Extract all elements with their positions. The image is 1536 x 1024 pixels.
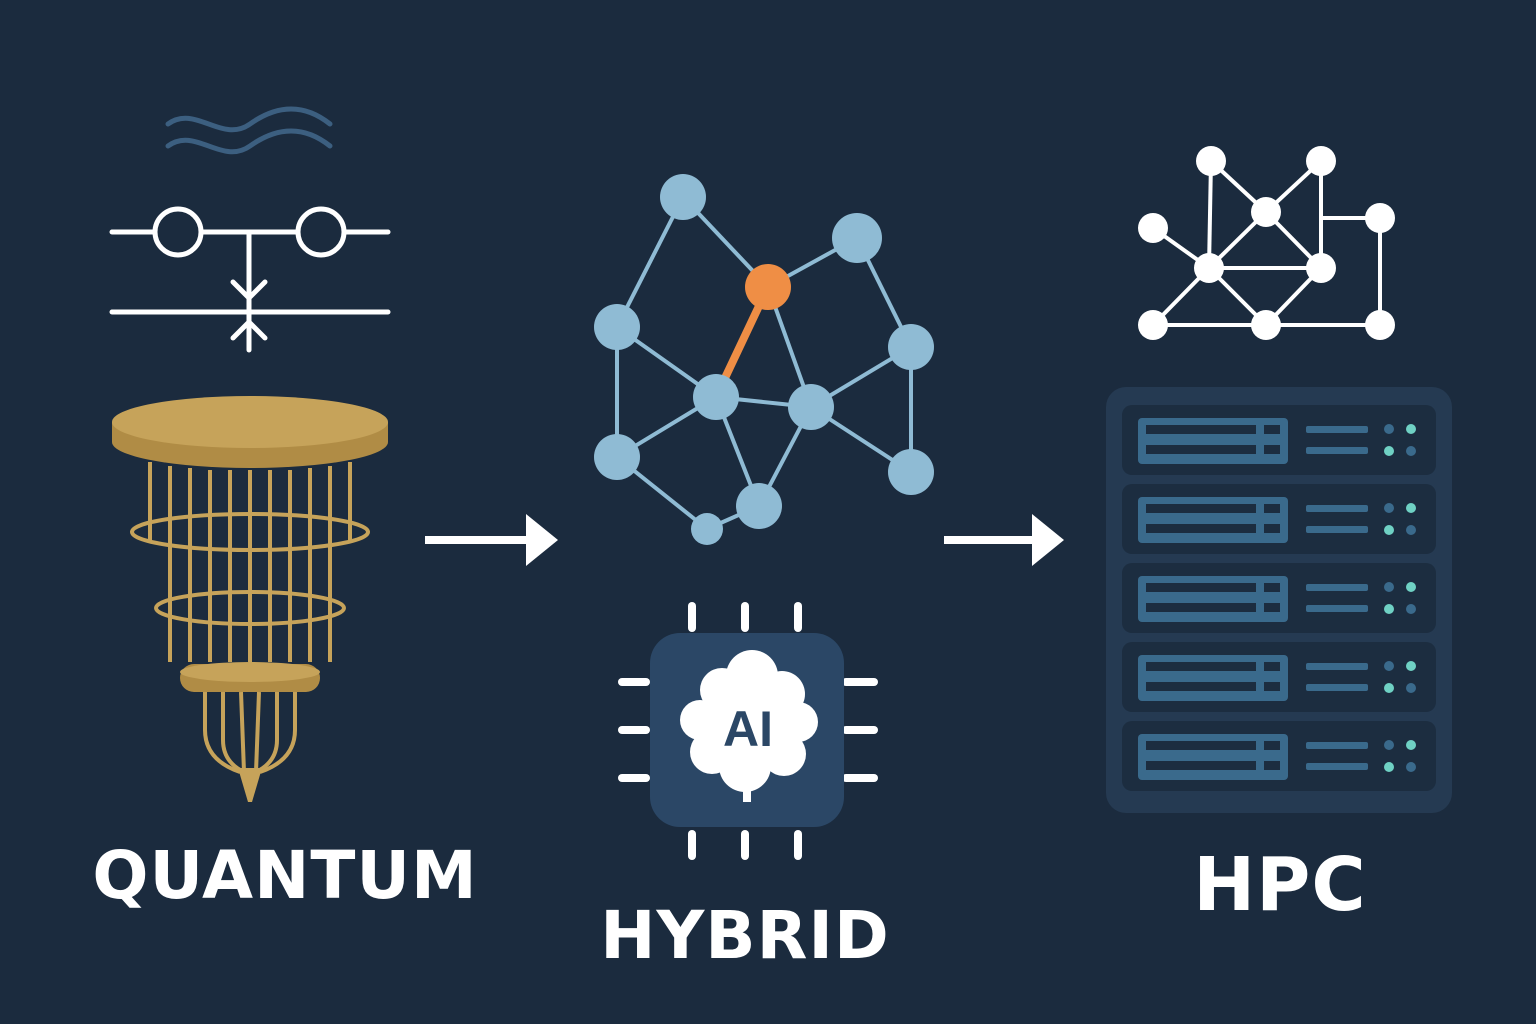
dilution-refrigerator-icon xyxy=(112,396,388,802)
server-unit xyxy=(1122,484,1436,554)
server-unit xyxy=(1122,721,1436,791)
quantum-label: QUANTUM xyxy=(92,837,478,914)
server-unit xyxy=(1122,563,1436,633)
server-unit xyxy=(1122,405,1436,475)
hpc-label: HPC xyxy=(1193,842,1367,928)
quantum-circuit-icon xyxy=(109,206,391,353)
wave-icon xyxy=(165,106,333,155)
brain-icon xyxy=(680,650,818,802)
network-graph-icon xyxy=(594,174,934,545)
chip-text: AI xyxy=(723,701,773,757)
server-rack-icon xyxy=(1106,387,1452,813)
server-unit xyxy=(1122,642,1436,712)
arrow-right-icon xyxy=(425,514,558,566)
arrow-right-icon xyxy=(944,514,1064,566)
network-graph-icon xyxy=(1138,146,1395,340)
ai-chip-icon: AI xyxy=(618,602,878,860)
hybrid-label: HYBRID xyxy=(600,897,890,974)
